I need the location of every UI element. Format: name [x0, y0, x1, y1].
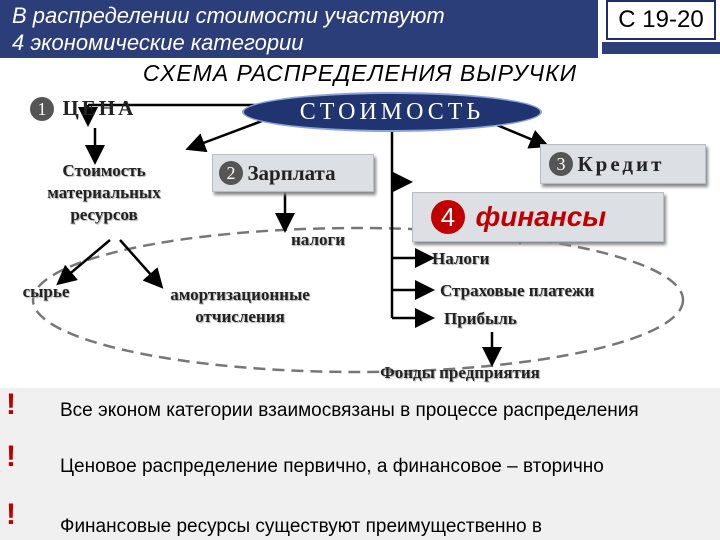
exclamation-icon: !	[6, 498, 16, 531]
enterprise-funds-node: Фонды предприятия	[380, 363, 540, 382]
category-label: Зарплата	[247, 161, 336, 185]
category-price: 1 ЦЕНА	[30, 96, 136, 121]
note-item: Все эконом категории взаимосвязаны в про…	[60, 400, 639, 421]
note-item: Ценовое распределение первично, а финанс…	[60, 456, 604, 477]
category-label: Кредит	[577, 152, 665, 176]
title-bar: В распределении стоимости участвуют 4 эк…	[0, 0, 598, 58]
center-node-value: СТОИМОСТЬ	[242, 92, 542, 132]
category-number: 3	[549, 152, 573, 176]
category-number: 4	[431, 200, 465, 234]
notes-panel: ! Все эконом категории взаимосвязаны в п…	[0, 388, 720, 540]
category-number: 1	[30, 96, 54, 121]
profit-node: Прибыль	[444, 309, 517, 328]
finance-taxes-node: Налоги	[432, 249, 490, 268]
category-label: финансы	[475, 201, 607, 232]
category-label: ЦЕНА	[62, 96, 137, 120]
wage-taxes-node: налоги	[291, 230, 345, 249]
material-costs-node: Стоимость материальных ресурсов	[47, 161, 161, 224]
insurance-node: Страховые платежи	[440, 281, 595, 300]
category-credit: 3 Кредит	[540, 144, 706, 184]
center-node-label: СТОИМОСТЬ	[299, 99, 485, 125]
depreciation-node: амортизационные отчисления	[170, 285, 310, 326]
slide-number: С 19-20	[606, 0, 716, 40]
category-number: 2	[219, 161, 243, 185]
note-item: Финансовые ресурсы существуют преимущест…	[60, 516, 542, 537]
decor-bar	[602, 42, 720, 54]
exclamation-icon: !	[6, 388, 16, 421]
scheme-title: СХЕМА РАСПРЕДЕЛЕНИЯ ВЫРУЧКИ	[142, 60, 578, 86]
category-wages: 2 Зарплата	[212, 154, 374, 192]
raw-materials-node: сырье	[22, 282, 70, 301]
category-finance: 4 финансы	[412, 192, 664, 242]
exclamation-icon: !	[6, 440, 16, 473]
slide-title: В распределении стоимости участвуют 4 эк…	[12, 3, 445, 55]
